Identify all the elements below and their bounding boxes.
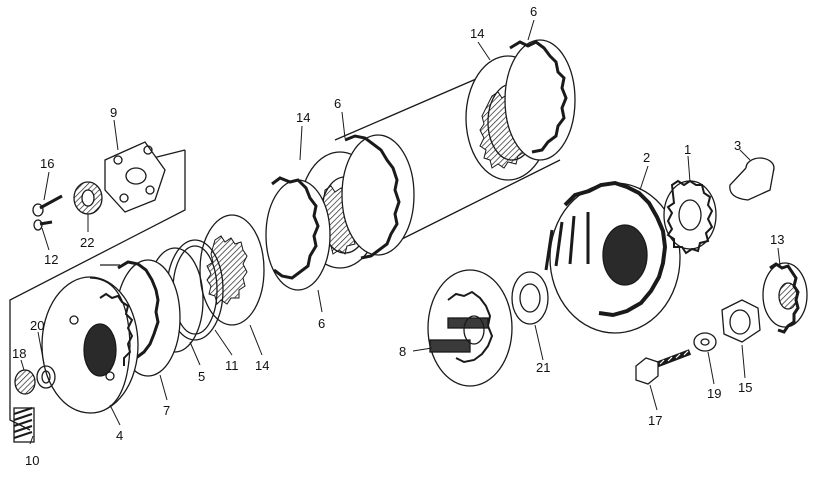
label-part-8: 8 — [399, 344, 406, 359]
label-part-18: 18 — [12, 346, 26, 361]
label-part-22: 22 — [80, 235, 94, 250]
label-part-3: 3 — [734, 138, 741, 153]
label-part-21: 21 — [536, 360, 550, 375]
label-part-12: 12 — [44, 252, 58, 267]
label-part-2: 2 — [643, 150, 650, 165]
leader-lines — [20, 19, 781, 445]
primary-driven-gear — [663, 179, 717, 255]
label-part-14-lower: 14 — [255, 358, 269, 373]
label-part-20: 20 — [30, 318, 44, 333]
release-bearing — [14, 369, 36, 395]
lifter-plate — [104, 141, 166, 213]
friction-disc-lower — [199, 214, 265, 326]
clutch-plate-middle — [341, 134, 415, 260]
label-part-4: 4 — [116, 428, 123, 443]
clutch-outer-basket — [544, 180, 681, 334]
label-part-6-middle: 6 — [334, 96, 341, 111]
label-part-19: 19 — [707, 386, 721, 401]
lifter-bearing — [73, 181, 103, 215]
part-number-labels: 1 2 3 4 5 6 6 6 7 8 9 10 11 12 13 14 14 … — [12, 4, 784, 468]
label-part-14-middle: 14 — [296, 110, 310, 125]
bolt-16 — [32, 194, 63, 217]
pin-12 — [33, 219, 53, 231]
label-part-9: 9 — [110, 105, 117, 120]
label-part-11: 11 — [225, 358, 239, 373]
pressure-plate — [41, 276, 139, 414]
label-part-1: 1 — [684, 142, 691, 157]
label-part-7: 7 — [163, 403, 170, 418]
clutch-plate-top — [504, 39, 576, 161]
label-part-13: 13 — [770, 232, 784, 247]
flange-bolt — [635, 349, 692, 385]
washer-19 — [693, 332, 717, 352]
guide-sleeve — [729, 157, 775, 201]
label-part-14-top: 14 — [470, 26, 484, 41]
label-part-6-top: 6 — [530, 4, 537, 19]
clutch-center — [427, 269, 513, 387]
label-part-6-lower: 6 — [318, 316, 325, 331]
thrust-washer-20 — [36, 365, 56, 389]
label-part-10: 10 — [25, 453, 39, 468]
label-part-16: 16 — [40, 156, 54, 171]
clutch-plate-lower — [265, 176, 331, 291]
clutch-spring — [13, 407, 35, 443]
label-part-15: 15 — [738, 380, 752, 395]
lock-nut — [721, 299, 761, 343]
oil-pump-drive-gear — [762, 262, 808, 334]
label-part-17: 17 — [648, 413, 662, 428]
thrust-washer-21 — [511, 271, 549, 325]
label-part-5: 5 — [198, 369, 205, 384]
